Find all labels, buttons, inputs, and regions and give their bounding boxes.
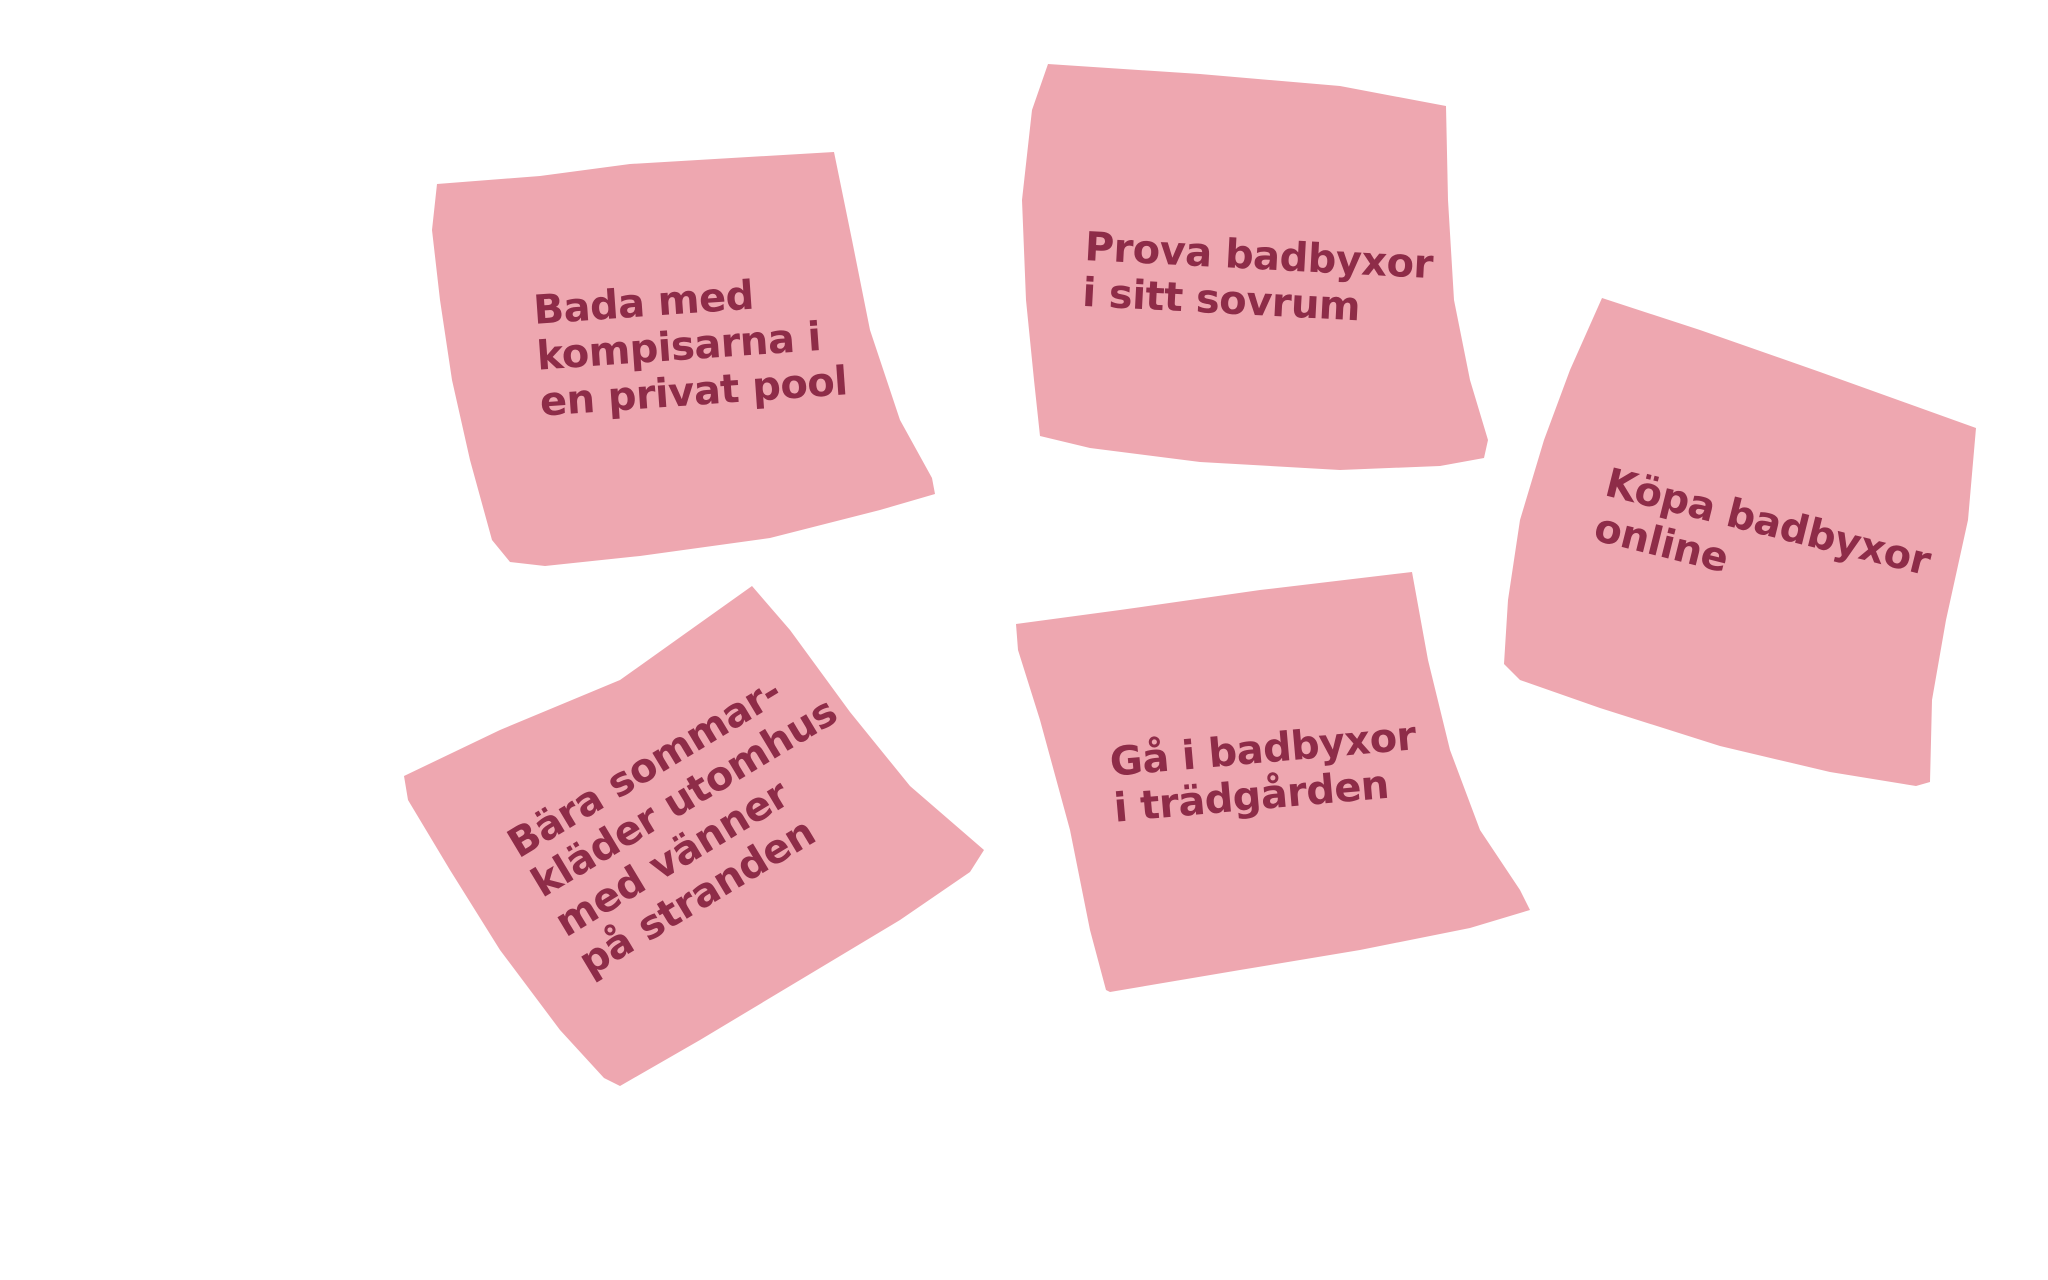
sticky-note-garden-shape <box>1016 572 1530 992</box>
sticky-notes-canvas: Bada med kompisarna i en privat pool Pro… <box>404 64 1976 1086</box>
sticky-note-beach-shape <box>404 586 984 1086</box>
sticky-note-bedroom-shape <box>1022 64 1488 470</box>
sticky-note-online-shape <box>1504 298 1976 786</box>
sticky-note-pool-shape <box>432 152 935 566</box>
